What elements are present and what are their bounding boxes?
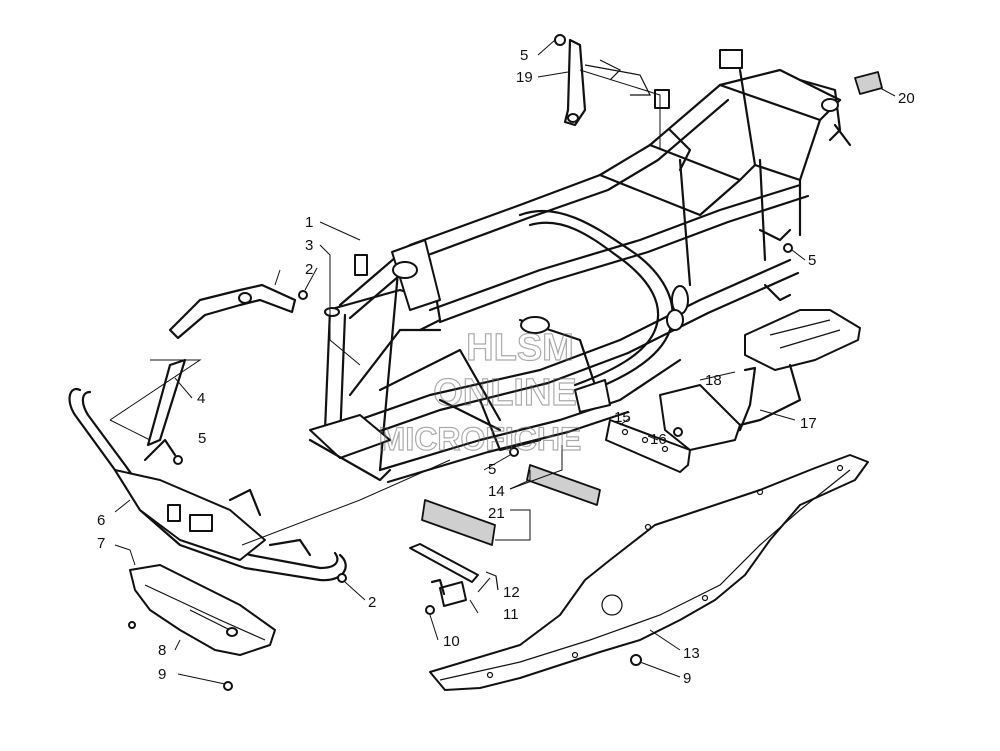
callout-18: 18 <box>705 372 722 389</box>
callout-14: 14 <box>488 483 505 500</box>
callout-5-left: 5 <box>198 430 206 447</box>
rear-platform <box>718 283 861 432</box>
rear-bracket <box>563 38 651 127</box>
fasteners <box>128 34 793 691</box>
callout-5-right: 5 <box>808 252 816 269</box>
callout-8: 8 <box>158 642 166 659</box>
callout-5-mid: 5 <box>488 461 496 478</box>
main-frame <box>308 49 852 484</box>
callout-21: 21 <box>488 505 505 522</box>
callout-labels: 5 19 20 1 3 2 5 4 18 17 15 16 5 5 14 21 … <box>97 47 915 687</box>
watermark-line-1: HLSM <box>466 327 574 369</box>
foot-bar <box>605 419 691 473</box>
callout-5-top: 5 <box>520 47 528 64</box>
frame-pads <box>421 464 601 546</box>
watermark-line-2: ONLINE <box>433 372 577 414</box>
callout-19: 19 <box>516 69 533 86</box>
callout-17: 17 <box>800 415 817 432</box>
front-upper-bracket <box>168 283 297 340</box>
rear-pad <box>854 71 883 95</box>
leader-lines <box>109 39 896 685</box>
callout-2-lower: 2 <box>368 594 376 611</box>
callout-11: 11 <box>503 606 519 623</box>
callout-12: 12 <box>503 584 520 601</box>
callout-9-left: 9 <box>158 666 166 683</box>
small-bracket <box>409 543 499 607</box>
callout-7: 7 <box>97 535 105 552</box>
callout-3: 3 <box>305 237 313 254</box>
callout-9-right: 9 <box>683 670 691 687</box>
callout-16: 16 <box>650 431 667 448</box>
watermark-line-3: MICROFICHE <box>379 421 582 457</box>
callout-10: 10 <box>443 633 460 650</box>
front-bumper <box>68 387 347 582</box>
callout-1: 1 <box>305 214 313 231</box>
callout-13: 13 <box>683 645 700 662</box>
front-lower-guard <box>129 564 276 656</box>
watermark: HLSM ONLINE MICROFICHE <box>378 326 582 457</box>
callout-4: 4 <box>197 390 205 407</box>
callout-20: 20 <box>898 90 915 107</box>
callout-6: 6 <box>97 512 105 529</box>
skid-plate <box>429 454 869 691</box>
callout-15: 15 <box>614 409 631 426</box>
callout-2-upper: 2 <box>305 261 313 278</box>
front-brace <box>146 358 187 447</box>
